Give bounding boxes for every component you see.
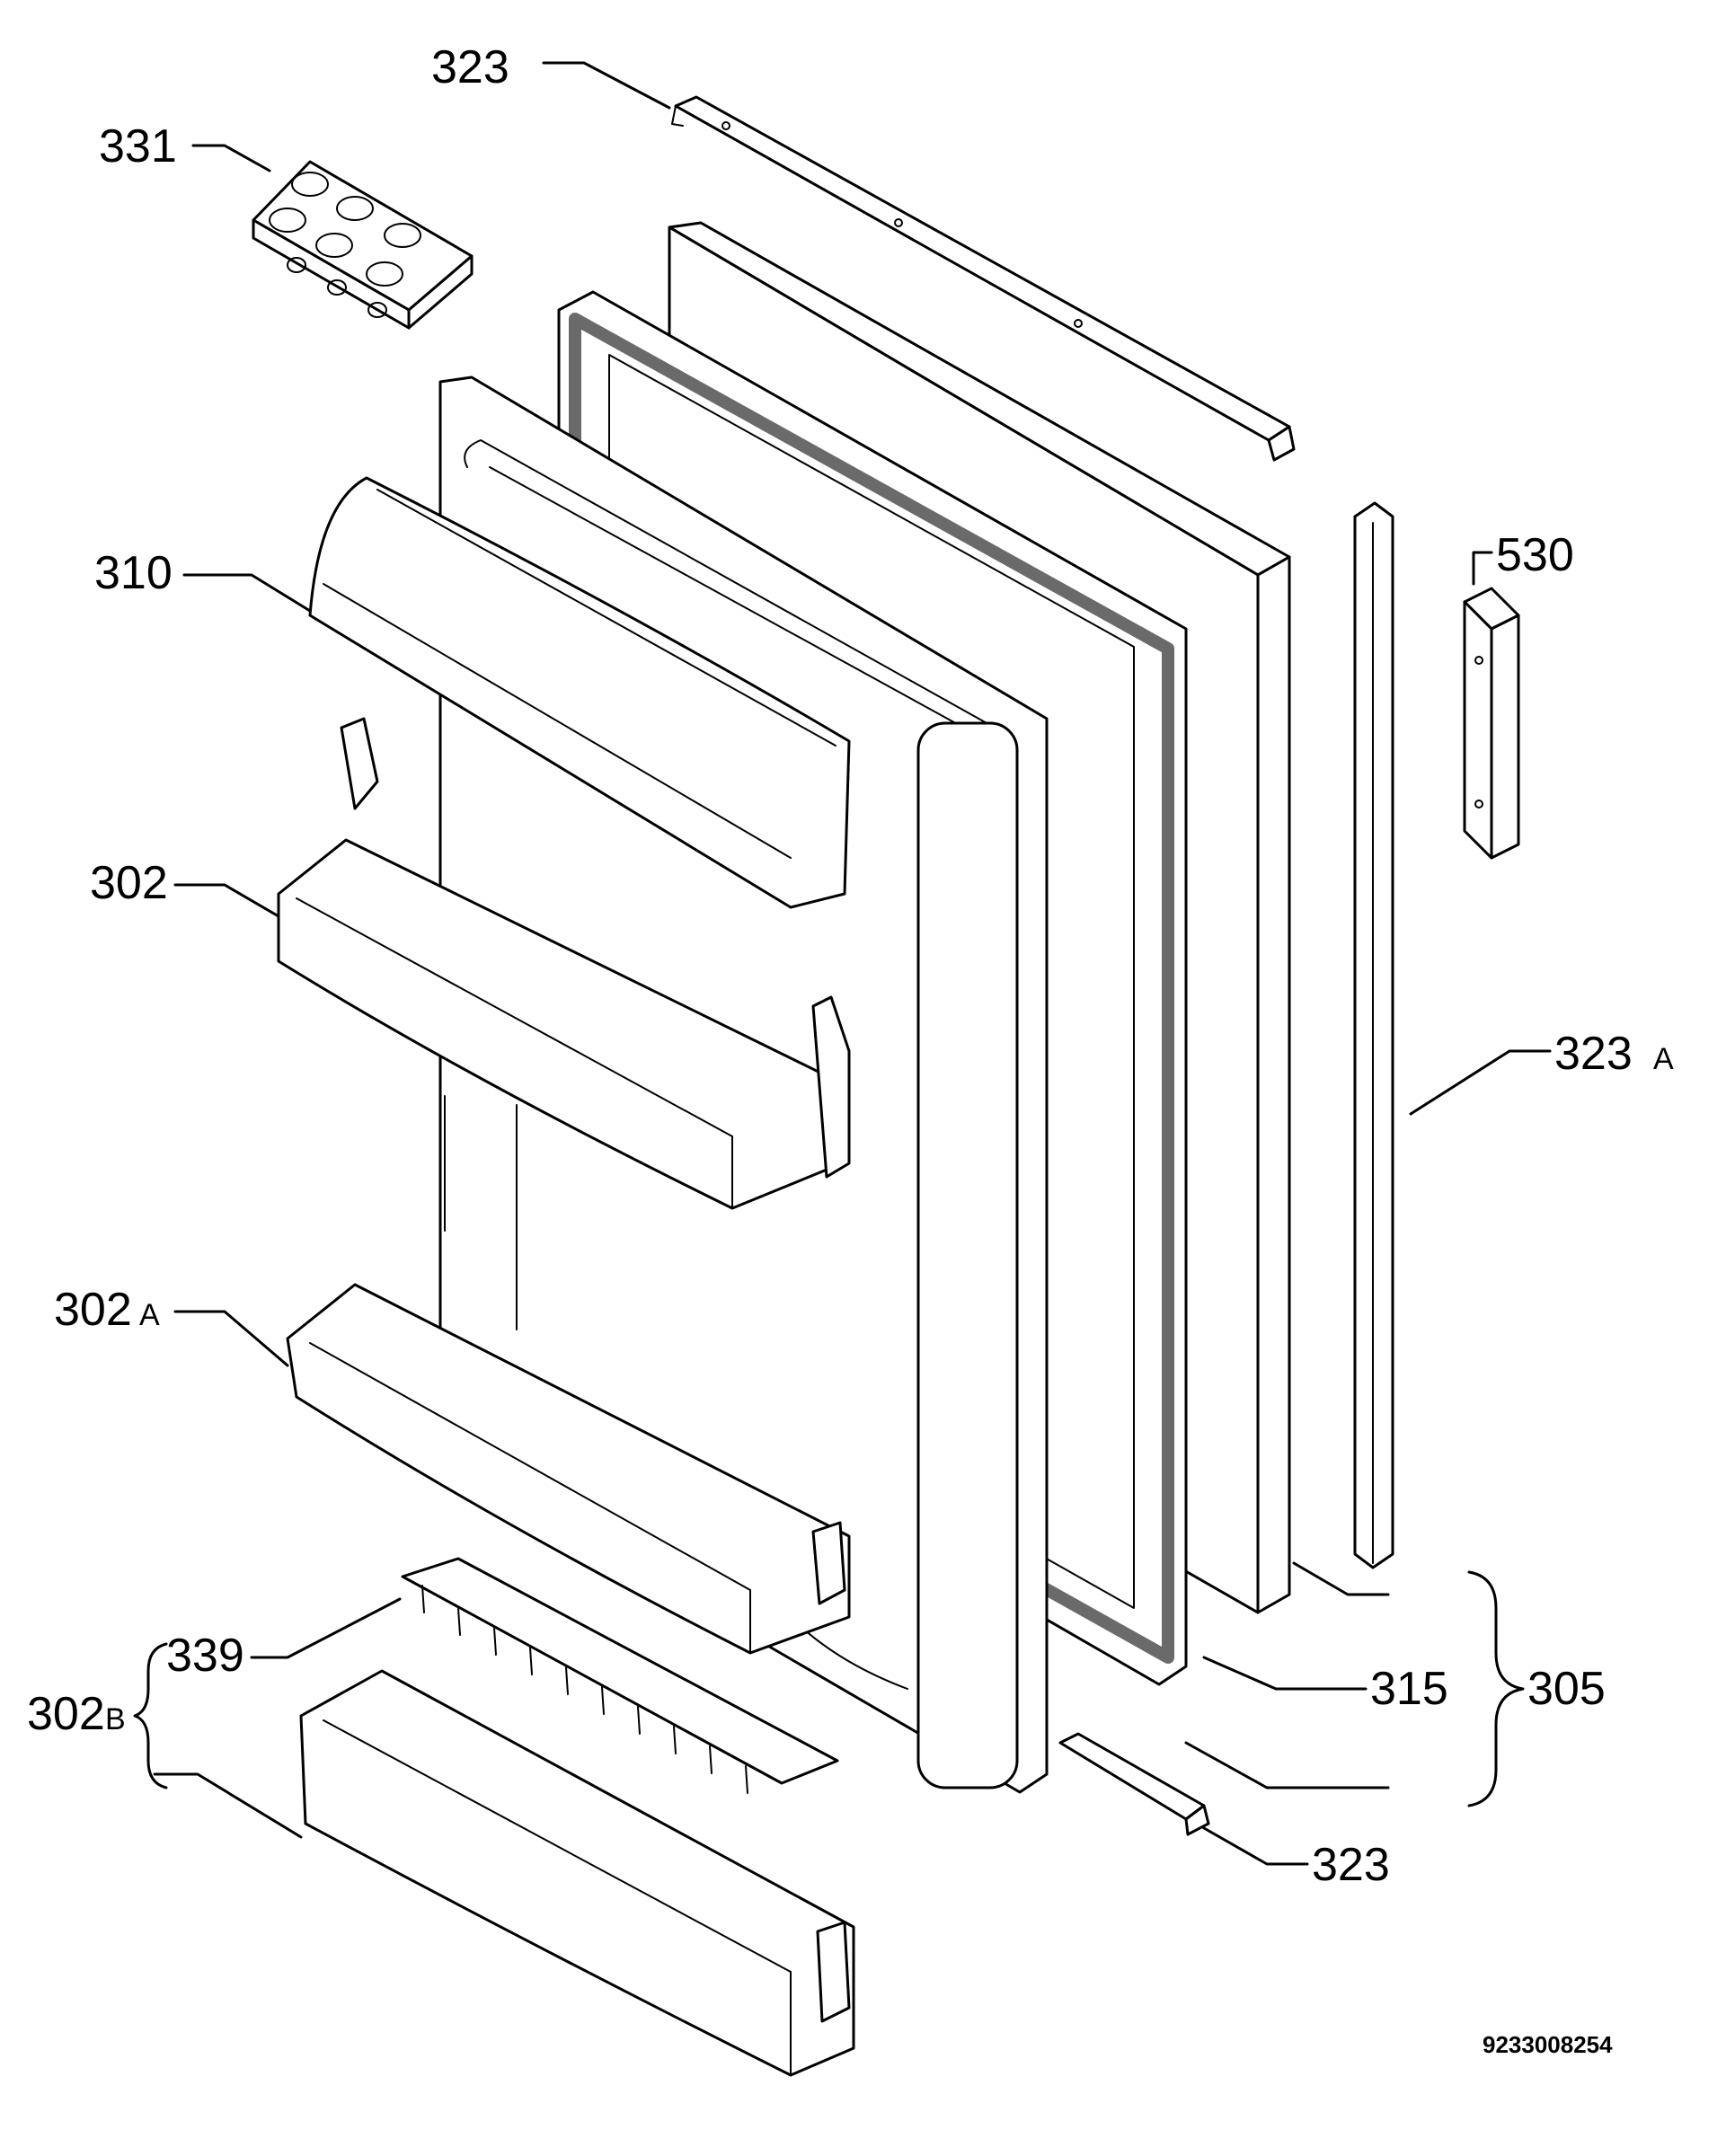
part-323-bottom-hinge-bar — [1058, 1732, 1210, 1836]
label-302a: 302 — [54, 1284, 132, 1336]
label-339: 339 — [166, 1630, 244, 1682]
leader-323a — [1409, 1049, 1552, 1116]
leader-331 — [191, 144, 271, 172]
part-530-bracket — [1463, 587, 1520, 860]
leader-323-top — [542, 61, 671, 110]
leader-302b — [153, 1772, 303, 1839]
part-323-top-hinge-bar — [671, 95, 1296, 462]
part-302a-door-shelf — [286, 1283, 851, 1655]
label-331: 331 — [99, 120, 177, 172]
label-323-bottom: 323 — [1312, 1839, 1390, 1891]
label-302a-suffix: A — [139, 1298, 160, 1332]
part-310-dairy-cover — [308, 476, 851, 909]
brace-302b — [133, 1642, 168, 1789]
leader-310 — [182, 573, 312, 613]
label-302: 302 — [90, 857, 168, 909]
part-323a-side-strip — [1353, 501, 1394, 1569]
brace-305 — [1467, 1570, 1525, 1807]
leader-305b — [1184, 1741, 1390, 1789]
label-310: 310 — [94, 547, 173, 599]
label-530: 530 — [1496, 529, 1574, 581]
part-339-bottle-rack — [401, 1557, 839, 1794]
label-302b: 302 — [27, 1688, 105, 1740]
leader-315 — [1202, 1656, 1368, 1691]
drawing-code: 9233008254 — [1483, 2031, 1613, 2058]
part-331-egg-tray — [252, 160, 474, 330]
leader-530 — [1472, 551, 1493, 586]
leader-339 — [250, 1597, 402, 1659]
label-302b-suffix: B — [105, 1702, 126, 1736]
label-305: 305 — [1527, 1663, 1606, 1715]
leader-302a — [173, 1310, 289, 1367]
label-323a: 323 — [1554, 1028, 1633, 1080]
label-323a-suffix: A — [1653, 1042, 1674, 1076]
part-302-door-shelf — [277, 717, 851, 1210]
label-323-top: 323 — [431, 41, 509, 93]
label-315: 315 — [1370, 1663, 1448, 1715]
leader-302 — [173, 883, 280, 918]
part-302b-bottle-shelf — [299, 1669, 855, 2077]
leader-305a — [1292, 1561, 1390, 1596]
leader-323-bottom — [1202, 1826, 1309, 1866]
